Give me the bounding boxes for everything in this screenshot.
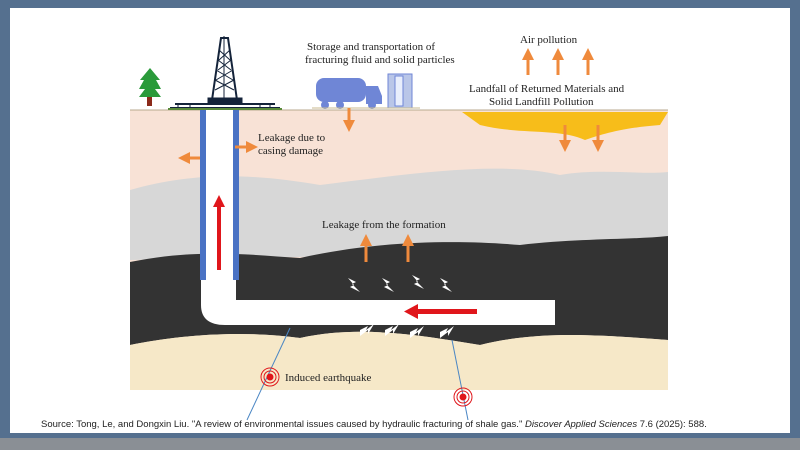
storage-label: Storage and transportation of <box>307 41 435 53</box>
caption-journal: Discover Applied Sciences <box>524 419 638 430</box>
fracture-icons <box>348 275 454 338</box>
gray-layer <box>130 168 668 260</box>
caption-suffix: 7.6 (2025): 588. <box>637 419 707 430</box>
upward-flow-arrow <box>213 195 225 270</box>
earthquake-label: Induced earthquake <box>285 372 372 384</box>
drilling-rig-icon <box>170 36 280 109</box>
storage-tank-icon <box>387 73 413 109</box>
source-caption: Source: Tong, Le, and Dongxin Liu. "A re… <box>41 419 707 430</box>
inward-flow-arrow <box>404 304 477 319</box>
earthquake-epicenter-icon <box>260 367 280 387</box>
casing-leak-label: casing damage <box>258 145 323 157</box>
landfill-label: Landfall of Returned Materials and <box>469 83 625 95</box>
formation-leak-label: Leakage from the formation <box>322 219 446 231</box>
air-pollution-label: Air pollution <box>520 34 578 46</box>
casing-leak-label: Leakage due to <box>258 132 326 144</box>
earthquake-epicenter-icon <box>453 387 473 407</box>
bottom-layer <box>130 331 668 390</box>
storage-label: fracturing fluid and solid particles <box>305 54 455 66</box>
landfill-label: Solid Landfill Pollution <box>489 96 594 108</box>
caption-prefix: Source: Tong, Le, and Dongxin Liu. "A re… <box>41 419 525 430</box>
leakage-arrows <box>178 48 604 262</box>
bottom-bar <box>0 438 800 450</box>
tanker-truck-icon <box>316 78 382 109</box>
tree-icon <box>139 68 161 106</box>
